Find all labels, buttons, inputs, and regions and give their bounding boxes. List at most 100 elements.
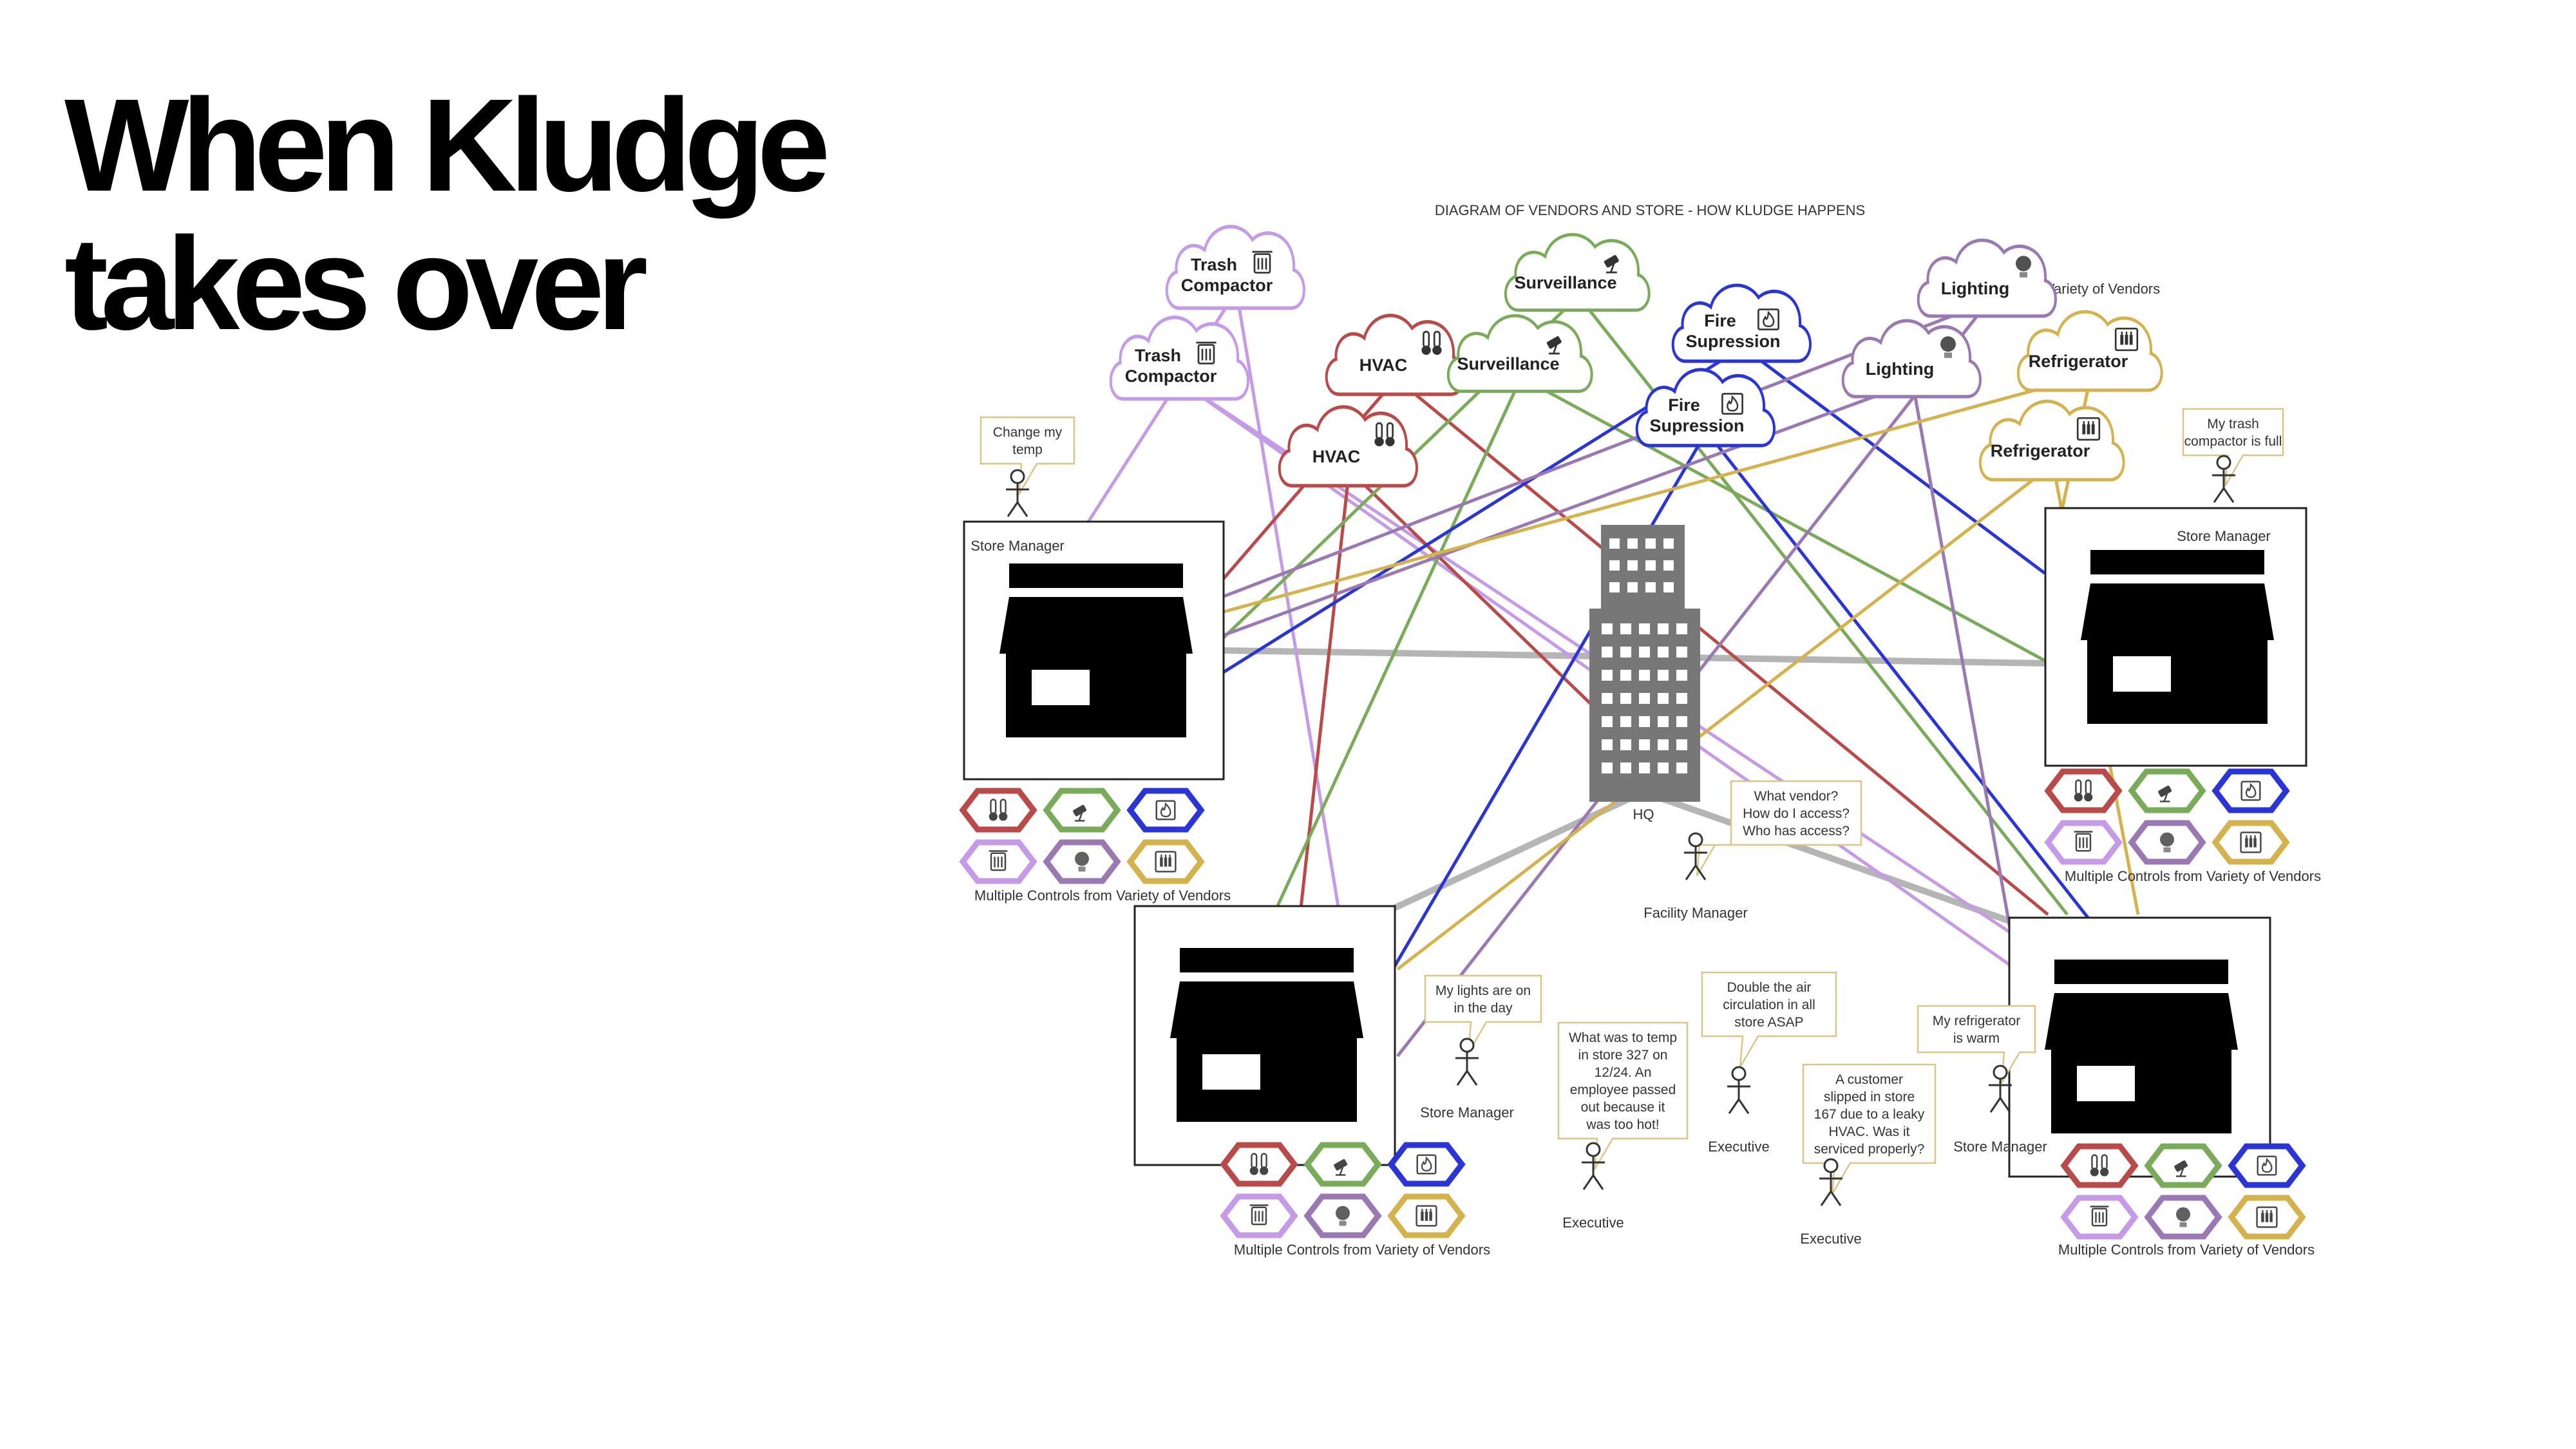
store-window (2113, 656, 2171, 692)
person-leg (1456, 1070, 1468, 1086)
hq-building (1589, 525, 1700, 802)
fire-control (2211, 768, 2290, 813)
controls-label: Multiple Controls from Variety of Vendor… (2065, 868, 2321, 884)
note-bubble (1696, 780, 1862, 876)
hq-window (1639, 716, 1650, 727)
hq-window (1658, 670, 1669, 681)
person-role: Store Manager (1420, 1104, 1514, 1121)
person-role: Store Manager (2177, 528, 2271, 544)
hq-window (1620, 693, 1631, 704)
hq-window (1658, 739, 1669, 750)
note-line: My trash (2207, 417, 2259, 431)
fire-line-8-1 (1389, 430, 1709, 974)
store-sign (1009, 564, 1183, 588)
camera-icon (2158, 785, 2172, 802)
controls-4: Multiple Controls from Variety of Vendor… (2058, 1143, 2315, 1258)
person-leg (1728, 1099, 1740, 1114)
fire-control (1387, 1142, 1466, 1187)
slide-title-line-1: When Kludge (64, 71, 831, 219)
note-line: in the day (1454, 1001, 1513, 1016)
store-window (1202, 1054, 1260, 1090)
camera-icon (1334, 1159, 1348, 1176)
person-leg (1592, 1175, 1604, 1190)
hq-label: HQ (1633, 806, 1654, 822)
person-role: Store Manager (1953, 1139, 2047, 1155)
person-head (1688, 832, 1703, 848)
hq-window (1639, 739, 1650, 750)
hq-window (1609, 560, 1620, 571)
surveillance-line-6-1 (1273, 376, 1523, 913)
fire-line-8-2 (1705, 430, 2094, 925)
cloud-label: Refrigerator (2029, 352, 2128, 371)
cloud-label: Trash (1135, 346, 1181, 365)
bulb-icon (2016, 256, 2031, 278)
note-line: temp (1012, 442, 1043, 457)
refrigerator-line-12-1 (1396, 463, 2054, 971)
hq-window (1602, 623, 1613, 634)
person-role: Facility Manager (1643, 905, 1747, 921)
hq-window (1609, 582, 1620, 592)
person-leg (1466, 1070, 1478, 1086)
hq-window (1639, 762, 1650, 773)
note-line: A customer (1835, 1072, 1903, 1087)
store-window (2077, 1066, 2135, 1101)
cloud-label-2: Compactor (1125, 366, 1217, 386)
store-4 (2008, 916, 2271, 1178)
hvac-control (959, 788, 1037, 833)
bulb-icon (1075, 851, 1089, 872)
store-awning (2045, 993, 2238, 1050)
controls-label: Multiple Controls from Variety of Vendor… (974, 887, 1231, 904)
lighting-cloud: Lighting (1917, 238, 2057, 318)
controls-1: Multiple Controls from Variety of Vendor… (959, 788, 1231, 904)
fire-line-7-2 (1741, 345, 2046, 575)
hq-window (1676, 647, 1687, 658)
note-line: employee passed (1570, 1083, 1676, 1097)
cloud-label: HVAC (1359, 355, 1408, 375)
hq-window (1639, 670, 1650, 681)
bulb-icon (1940, 336, 1956, 358)
hq-window (1602, 762, 1613, 773)
slide-title: When Kludge takes over (64, 71, 831, 353)
trash-icon (2074, 831, 2093, 852)
hvac-cloud: HVAC (1278, 405, 1418, 488)
bulb-icon (2160, 832, 2174, 853)
cloud-label-2: Compactor (1181, 276, 1273, 295)
lighting-line-10-2 (1217, 381, 1913, 639)
hq-window (1663, 582, 1674, 592)
bottles-icon (2256, 1206, 2278, 1228)
person-leg (1738, 1099, 1750, 1114)
thermometer-icon (2090, 1154, 2109, 1177)
bottles-icon (1416, 1205, 1437, 1227)
note-bubble (1424, 974, 1542, 1054)
control-groups: Multiple Controls from Variety of Vendor… (959, 768, 2321, 1258)
note-line: out because it (1581, 1100, 1665, 1115)
hq-window (1620, 739, 1631, 750)
store-awning (2081, 583, 2274, 640)
cloud-label: HVAC (1312, 447, 1361, 466)
note-line: 167 due to a leaky (1814, 1107, 1925, 1122)
cloud-label-2: Supression (1649, 416, 1744, 435)
note-bubble (1917, 1005, 2036, 1084)
hq-window (1676, 716, 1687, 727)
fire-control (2228, 1143, 2306, 1188)
hq-window (1609, 538, 1620, 549)
trash-icon (1196, 341, 1217, 365)
hq-window (1627, 560, 1638, 571)
hvac-control (2060, 1143, 2139, 1188)
hq-window (1676, 693, 1687, 704)
hq-window (1602, 739, 1613, 750)
refrigerator-cloud: Refrigerator (2016, 310, 2163, 392)
bottles-icon (2240, 831, 2262, 853)
store-3 (1133, 905, 1396, 1166)
store-awning (999, 597, 1193, 654)
bottles-icon (2114, 327, 2139, 352)
hq-window (1620, 716, 1631, 727)
person-leg (1007, 502, 1019, 517)
fire-control (1126, 788, 1205, 833)
hq-window (1645, 538, 1656, 549)
hq-window (1645, 560, 1656, 571)
